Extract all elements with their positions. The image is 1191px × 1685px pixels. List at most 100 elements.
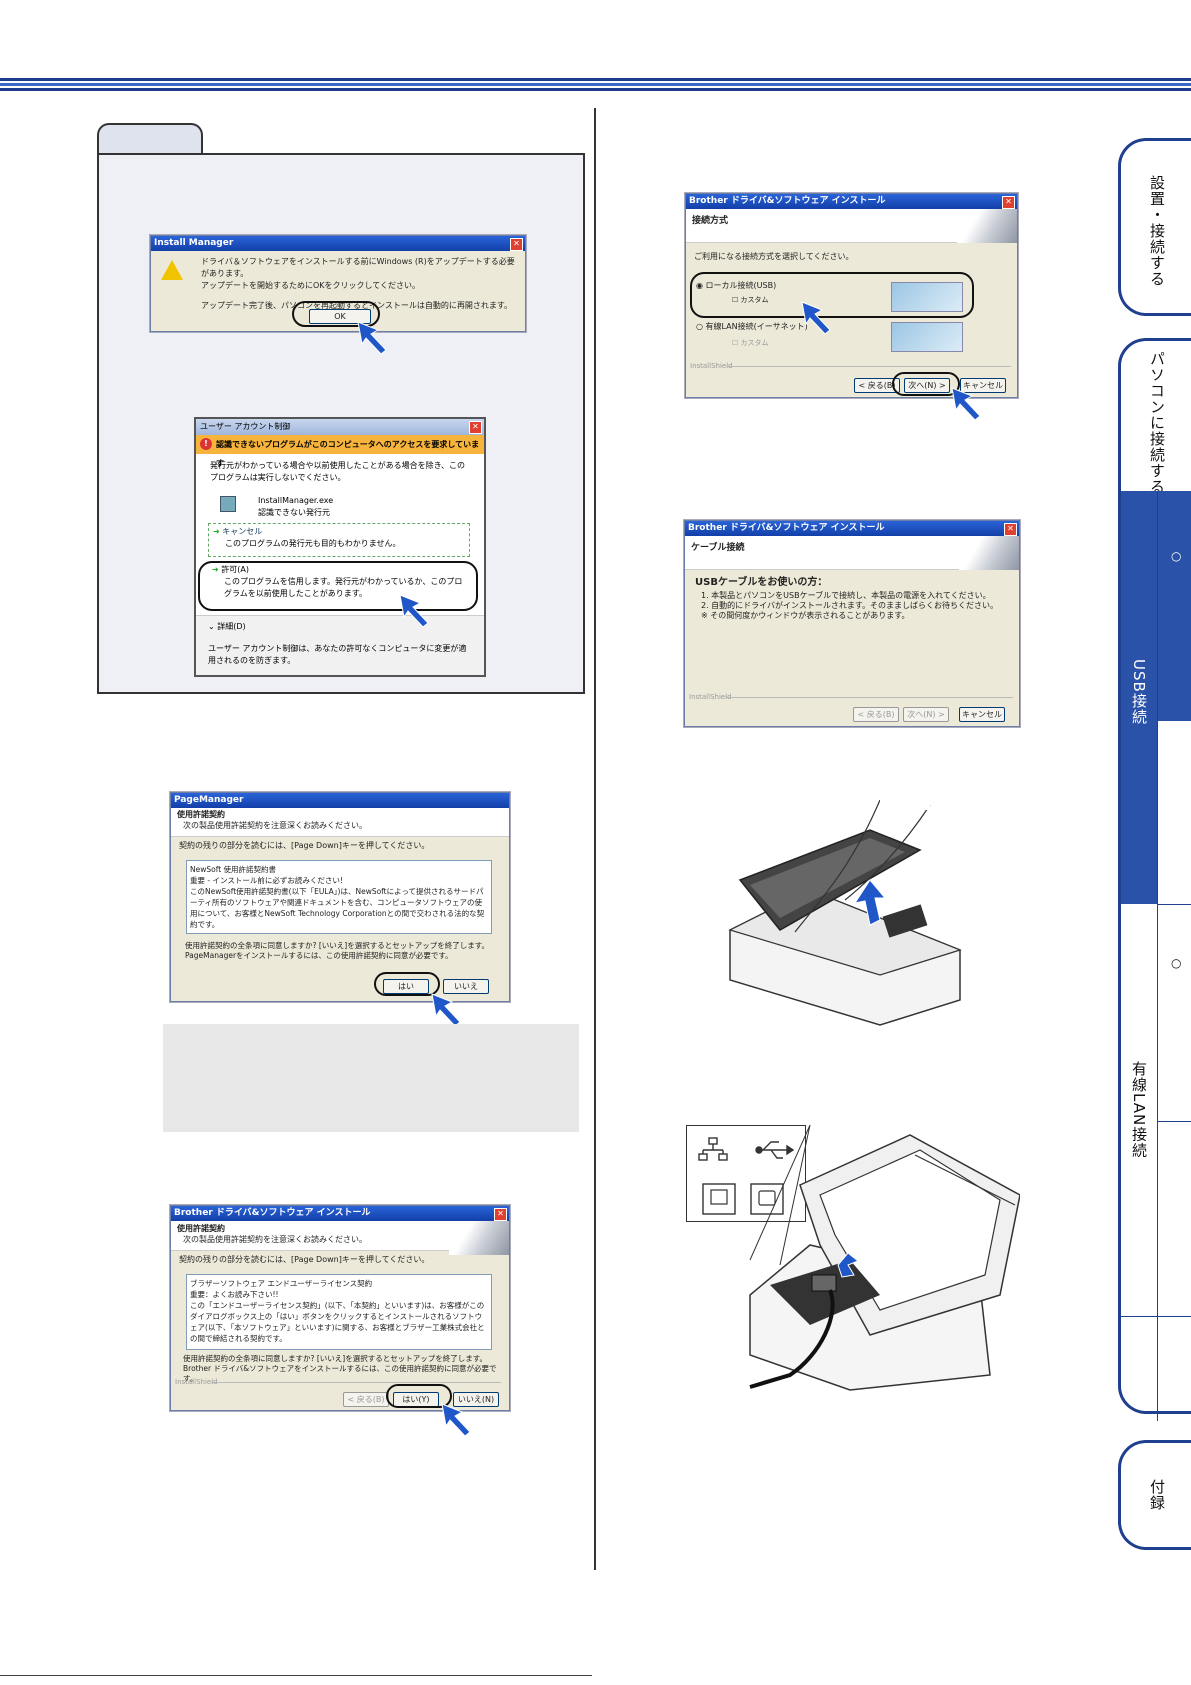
message-line: アップデートを開始するためにOKをクリックしてください。 [201,281,421,290]
usb-circle-mark: ○ [1171,549,1182,563]
highlight-ring [198,561,478,611]
license-box-body: このNewSoft使用許諾契約書(以下「EULA」)は、NewSoftによって提… [190,887,485,929]
instruction-line: ※ その間何度かウィンドウが表示されることがあります。 [701,611,910,620]
tab-label: パソコンに接続する [1148,351,1166,495]
arrow-icon: ➜ [213,527,220,536]
license-text-box[interactable]: NewSoft 使用許諾契約書 重要 - インストール前に必ずお読みください! … [186,860,492,934]
dialog-subheader: 次の製品使用許諾契約を注意深くお読みください。 [183,1235,367,1244]
printer-usb-illustration [749,1125,1020,1391]
uac-footer: ユーザー アカウント制御は、あなたの許可なくコンピュータに変更が適用されるのを防… [208,644,467,665]
checkbox-label: カスタム [740,339,769,347]
checkbox-label: カスタム [740,296,769,304]
license-box-important: 重要：よくお読み下さい!! [190,1290,279,1299]
cancel-button[interactable]: キャンセル [959,707,1005,722]
back-button[interactable]: < 戻る(B) [854,378,900,393]
dialog-header: ケーブル接続 [691,543,745,553]
highlight-ring [690,272,974,318]
cable-heading: USBケーブルをお使いの方： [695,577,828,588]
pointer-arrow-icon [441,1403,471,1437]
tab-appendix[interactable]: 付録 [1118,1440,1191,1550]
allow-description: このプログラムを信用します。発行元がわかっているか、このプログラムを以前使用した… [224,577,463,598]
close-icon[interactable]: ✕ [469,421,482,434]
usb-section-highlight [1157,491,1191,721]
allow-option[interactable]: ➜ 許可(A) このプログラムを信用します。発行元がわかっているか、このプログラ… [208,562,470,608]
connection-type-dialog: Brother ドライバ&ソフトウェア インストール ✕ 接続方式 ご利用になる… [685,193,1018,398]
message-line: アップデート完了後、パソコンを再起動するとインストールは自動的に再開されます。 [201,301,513,310]
dialog-title: Install Manager [151,236,525,251]
installshield-label: InstallShield [689,693,732,701]
cancel-title: キャンセル [222,527,263,536]
instruction-line: 2. 自動的にドライバがインストールされます。そのまましばらくお待ちください。 [701,601,999,610]
ok-button[interactable]: OK [309,309,371,324]
pointer-arrow-icon [951,387,981,421]
highlight-ring [292,301,380,327]
pagemanager-license-dialog: PageManager 使用許諾契約 次の製品使用許諾契約を注意深くお読みくださ… [170,792,510,1002]
pointer-arrow-icon [801,301,831,335]
tab-pc-connect[interactable]: パソコンに接続する ○ ○ USB接続 有線LAN接続 [1118,338,1191,1421]
license-box-important: 重要 - インストール前に必ずお読みください! [190,876,343,885]
close-icon[interactable]: ✕ [494,1208,507,1221]
footer-rule [0,1675,592,1676]
message-line: ドライバ＆ソフトウェアをインストールする前にWindows (R)をアップデート… [201,257,515,278]
uac-warning: 認識できないプログラムがこのコンピュータへのアクセスを要求しています [216,440,480,468]
close-icon[interactable]: ✕ [1004,523,1017,536]
license-box-title: ブラザーソフトウェア エンドユーザーライセンス契約 [190,1279,373,1288]
no-button[interactable]: いいえ(N) [453,1392,499,1407]
program-publisher: 認識できない発行元 [258,508,330,517]
allow-title: 許可(A) [221,565,249,574]
usb-port-icon [755,1141,795,1159]
install-manager-dialog: Install Manager ✕ ドライバ＆ソフトウェアをインストールする前に… [150,235,526,332]
usb-section-band [1121,491,1157,904]
license-box-body: この「エンドユーザーライセンス契約」(以下、「本契約」といいます)は、お客様がこ… [190,1301,485,1343]
installshield-label: InstallShield [690,362,733,370]
dialog-header: 使用許諾契約 [177,810,225,819]
license-text-box[interactable]: ブラザーソフトウェア エンドユーザーライセンス契約 重要：よくお読み下さい!! … [186,1274,492,1350]
cancel-button[interactable]: キャンセル [960,378,1006,393]
next-button[interactable]: 次へ(N) > [903,707,949,722]
dialog-title: ユーザー アカウント制御 [200,422,291,431]
close-icon[interactable]: ✕ [510,238,523,251]
lan-option-label: 有線LAN接続(イーサネット) [705,322,808,331]
lan-cable-image [891,322,963,352]
note-tab [97,123,203,157]
tab-setup[interactable]: 設置・接続する [1118,138,1191,316]
dialog-subheader: ご利用になる接続方式を選択してください。 [694,252,854,261]
usb-tab-label: USB接続 [1130,659,1148,725]
tab-label: 付録 [1148,1479,1166,1511]
hint-text: 契約の残りの部分を読むには、[Page Down]キーを押してください。 [179,1255,430,1264]
chevron-down-icon: ⌄ [208,622,215,631]
cancel-option[interactable]: ➜ キャンセル このプログラムの発行元も目的もわかりません。 [208,523,470,557]
usb-cable-image [891,282,963,312]
highlight-ring [892,372,960,396]
instruction-line: 1. 本製品とパソコンをUSBケーブルで接続し、本製品の電源を入れてください。 [701,591,991,600]
usb-custom-checkbox[interactable]: ☐ カスタム [732,296,769,304]
pointer-arrow-icon [431,993,461,1027]
hint-text: 契約の残りの部分を読むには、[Page Down]キーを押してください。 [179,841,430,850]
lan-custom-checkbox[interactable]: ☐ カスタム [732,339,769,347]
brother-license-dialog: Brother ドライバ&ソフトウェア インストール ✕ 使用許諾契約 次の製品… [170,1205,510,1411]
highlight-ring [374,972,440,996]
header-rule [0,78,1191,96]
close-icon[interactable]: ✕ [1002,196,1015,209]
dialog-header: 接続方式 [692,216,729,226]
lan-port-icon [698,1137,728,1161]
back-button[interactable]: < 戻る(B) [343,1392,389,1407]
no-button[interactable]: いいえ [443,979,489,994]
dialog-title: Brother ドライバ&ソフトウェア インストール [685,521,1019,536]
details-label: 詳細(D) [217,622,246,631]
lan-option[interactable]: ○ 有線LAN接続(イーサネット) [696,322,808,331]
cable-connection-dialog: Brother ドライバ&ソフトウェア インストール ✕ ケーブル接続 USBケ… [684,520,1020,727]
pointer-arrow-icon [399,594,429,628]
dialog-header: 使用許諾契約 [177,1224,225,1233]
back-button[interactable]: < 戻る(B) [853,707,899,722]
printer-open-illustration [728,800,962,1026]
license-question: 使用許諾契約の全条項に同意しますか? [いいえ]を選択するとセットアップを終了し… [183,1354,497,1383]
license-question: 使用許諾契約の全条項に同意しますか? [いいえ]を選択するとセットアップを終了し… [185,941,489,960]
port-icons-callout [686,1125,806,1222]
details-toggle[interactable]: ⌄ 詳細(D) [208,621,246,633]
shield-icon: ! [200,438,212,450]
dialog-title: Brother ドライバ&ソフトウェア インストール [686,194,1017,209]
column-divider [594,108,596,1570]
highlight-ring [386,1384,452,1408]
cancel-description: このプログラムの発行元も目的もわかりません。 [225,539,401,548]
